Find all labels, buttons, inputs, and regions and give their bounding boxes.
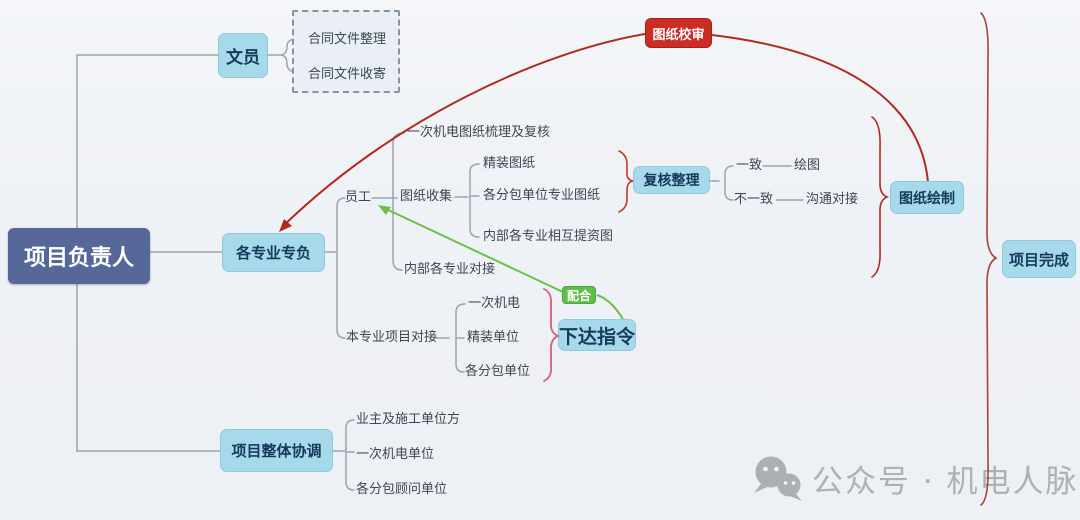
tree-connectors: [76, 37, 804, 491]
node-specialty-lead[interactable]: 各专业专负: [222, 233, 325, 272]
node-staff[interactable]: 员工: [345, 190, 372, 205]
node-subcontract-unit[interactable]: 各分包单位: [465, 364, 531, 379]
node-inconsistent[interactable]: 不一致: [734, 192, 774, 207]
node-draw-result[interactable]: 绘图: [794, 158, 821, 173]
node-communicate-result[interactable]: 沟通对接: [806, 192, 859, 207]
badge-drawing-review[interactable]: 图纸校审: [645, 18, 712, 48]
green-flow-arrow: [378, 205, 625, 322]
node-internal-resource-drawings[interactable]: 内部各专业相互提资图: [483, 229, 614, 244]
node-recheck[interactable]: 复核整理: [633, 166, 710, 194]
badge-cooperate[interactable]: 配合: [562, 286, 596, 304]
watermark-text: 公众号 · 机电人脉: [812, 464, 1079, 500]
node-project-complete[interactable]: 项目完成: [1002, 240, 1076, 278]
red-flow-arrow: [279, 33, 929, 232]
node-deco-unit[interactable]: 精装单位: [467, 330, 520, 345]
wechat-icon: [754, 456, 802, 501]
green-arrowhead: [378, 205, 391, 215]
node-primary-me-unit[interactable]: 一次机电单位: [356, 447, 435, 462]
node-project-leader[interactable]: 项目负责人: [8, 228, 150, 284]
node-primary-me[interactable]: 一次机电: [468, 296, 521, 311]
node-overall-coordination[interactable]: 项目整体协调: [220, 429, 333, 472]
node-clerk[interactable]: 文员: [218, 33, 268, 78]
clerk-task-filing[interactable]: 合同文件整理: [308, 32, 387, 47]
red-arrowhead: [279, 219, 292, 232]
node-deco-drawings[interactable]: 精装图纸: [483, 156, 536, 171]
node-drawing-collection[interactable]: 图纸收集: [400, 189, 453, 204]
node-drawing-production[interactable]: 图纸绘制: [890, 181, 964, 214]
node-owner-constructor[interactable]: 业主及施工单位方: [356, 412, 461, 427]
node-subcontract-consultant[interactable]: 各分包顾问单位: [356, 482, 448, 497]
node-issue-command[interactable]: 下达指令: [558, 319, 636, 351]
clerk-task-group[interactable]: 合同文件整理 合同文件收寄: [292, 10, 400, 93]
node-drawing-review-task[interactable]: 一次机电图纸梳理及复核: [407, 125, 551, 140]
node-subcontractor-drawings[interactable]: 各分包单位专业图纸: [483, 188, 601, 203]
node-internal-docking[interactable]: 内部各专业对接: [404, 262, 496, 277]
node-consistent[interactable]: 一致: [736, 158, 763, 173]
node-project-docking[interactable]: 本专业项目对接: [346, 330, 438, 345]
clerk-task-mailing[interactable]: 合同文件收寄: [308, 67, 387, 82]
